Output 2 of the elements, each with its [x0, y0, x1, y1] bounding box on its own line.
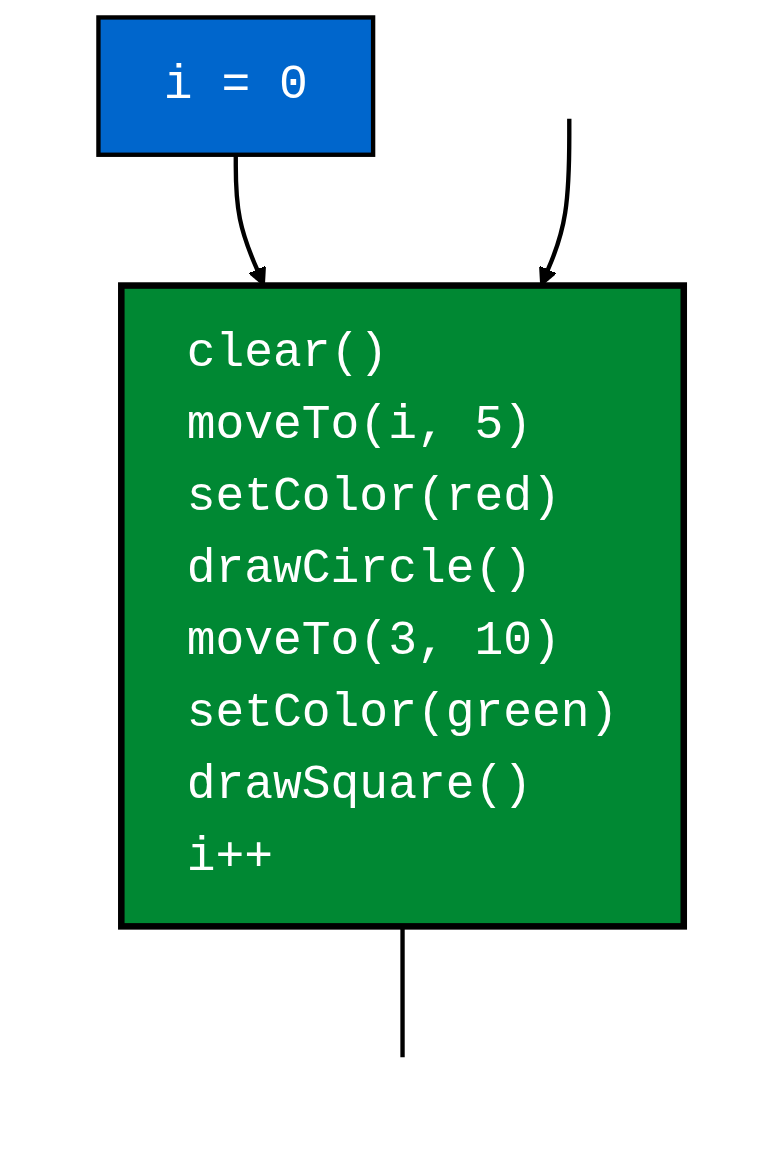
- node-box: i = 0: [96, 15, 376, 157]
- node-box: clear() moveTo(i, 5) setColor(red) drawCircle() moveTo(3, 10) setColor(green) drawSquare() i++: [117, 282, 687, 930]
